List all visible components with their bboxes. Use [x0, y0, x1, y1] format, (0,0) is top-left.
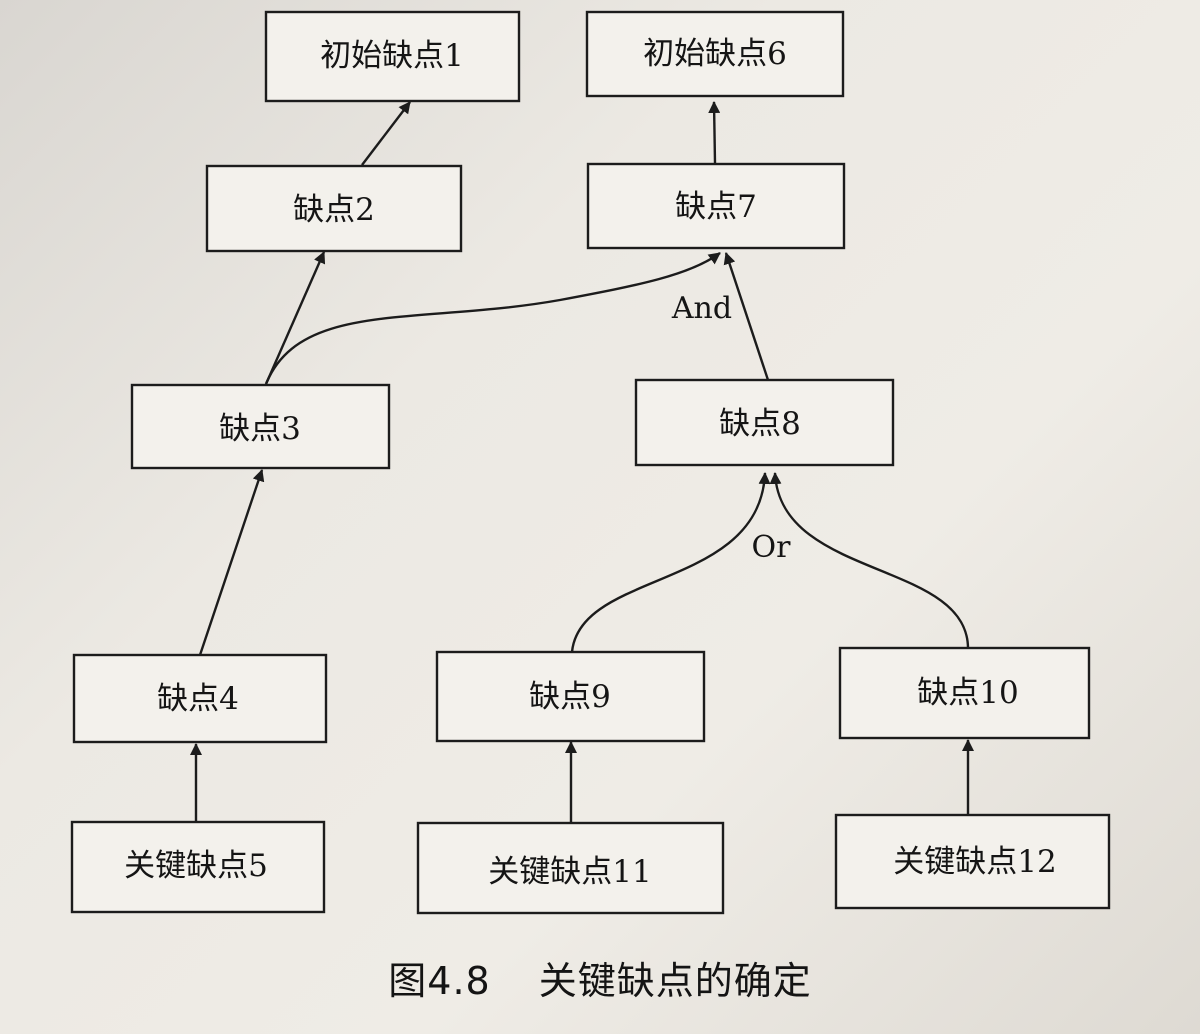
node-label: 缺点3 [219, 411, 301, 447]
node-defect-2: 缺点2 [205, 164, 463, 253]
node-label: 缺点8 [719, 406, 801, 442]
edges [190, 101, 974, 823]
edge-n4-to-n3 [198, 469, 265, 656]
node-critical-defect-5: 关键缺点5 [70, 820, 326, 914]
node-defect-9: 缺点9 [435, 650, 706, 743]
node-defect-10: 缺点10 [838, 646, 1091, 740]
node-defect-8: 缺点8 [634, 378, 895, 467]
node-critical-defect-12: 关键缺点12 [834, 813, 1111, 910]
node-label: 初始缺点1 [320, 38, 464, 74]
edge-n2-to-n1 [361, 101, 411, 166]
edge-n3-to-n7 [264, 252, 721, 385]
node-label: 缺点7 [675, 189, 757, 225]
node-defect-4: 缺点4 [72, 653, 328, 744]
edge-n8-to-n7 [723, 252, 770, 381]
node-critical-defect-11: 关键缺点11 [416, 821, 725, 915]
figure-number: 图4.8 [388, 959, 491, 1003]
edge-n3-to-n2 [264, 251, 326, 385]
node-label: 缺点9 [529, 679, 611, 715]
node-label: 关键缺点5 [124, 848, 268, 884]
node-initial-defect-1: 初始缺点1 [264, 10, 521, 103]
node-defect-7: 缺点7 [586, 162, 846, 250]
edge-n7-to-n6 [708, 101, 721, 164]
figure-caption: 图4.8 关键缺点的确定 [0, 950, 1200, 1005]
figure-title: 关键缺点的确定 [538, 959, 812, 1003]
node-label: 关键缺点12 [893, 844, 1056, 880]
or-gate-label: Or [752, 530, 792, 565]
node-defect-3: 缺点3 [130, 383, 391, 470]
node-label: 缺点4 [157, 681, 239, 717]
node-label: 缺点2 [293, 192, 375, 228]
node-label: 初始缺点6 [643, 36, 787, 72]
edge-n10-to-n8 [769, 472, 970, 651]
node-label: 缺点10 [917, 675, 1018, 711]
and-gate-label: And [671, 291, 732, 326]
node-label: 关键缺点11 [488, 854, 651, 890]
edge-n9-to-n8 [570, 472, 771, 653]
node-initial-defect-6: 初始缺点6 [585, 10, 845, 98]
